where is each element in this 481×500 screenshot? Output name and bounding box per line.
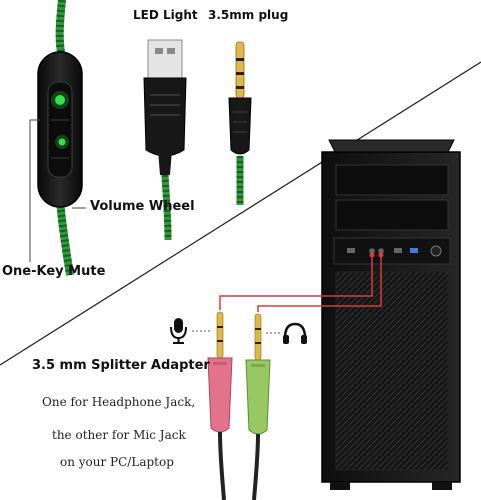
usb-port — [347, 248, 355, 253]
splitter-desc-line2: the other for Mic Jack — [52, 428, 186, 442]
diagonal-divider — [0, 61, 481, 366]
splitter-desc-line3: on your PC/Laptop — [60, 455, 174, 469]
led-light-label: LED Light — [133, 8, 198, 22]
mic-splitter-plug — [207, 311, 233, 500]
inline-remote — [37, 51, 83, 208]
led-glow-icon — [55, 95, 65, 105]
usb-plug — [143, 39, 187, 175]
splitter-title: 3.5 mm Splitter Adapter — [32, 358, 210, 373]
mic-port — [369, 248, 375, 254]
headphone-splitter-plug — [245, 313, 271, 500]
pc-tower — [321, 139, 461, 490]
mic-port-callout — [219, 255, 373, 310]
headphone-port — [378, 248, 384, 254]
splitter-desc-line1: One for Headphone Jack, — [42, 395, 196, 409]
headphone-icon — [283, 322, 307, 344]
remote-cable-top — [55, 0, 66, 59]
volume-wheel-label: Volume Wheel — [90, 199, 195, 214]
one-key-mute-label: One-Key Mute — [2, 264, 106, 279]
microphone-icon — [170, 318, 187, 344]
plug-label: 3.5mm plug — [208, 8, 289, 22]
headphone-port-callout — [257, 255, 382, 312]
headset-plug — [228, 41, 252, 155]
power-button — [430, 245, 442, 257]
